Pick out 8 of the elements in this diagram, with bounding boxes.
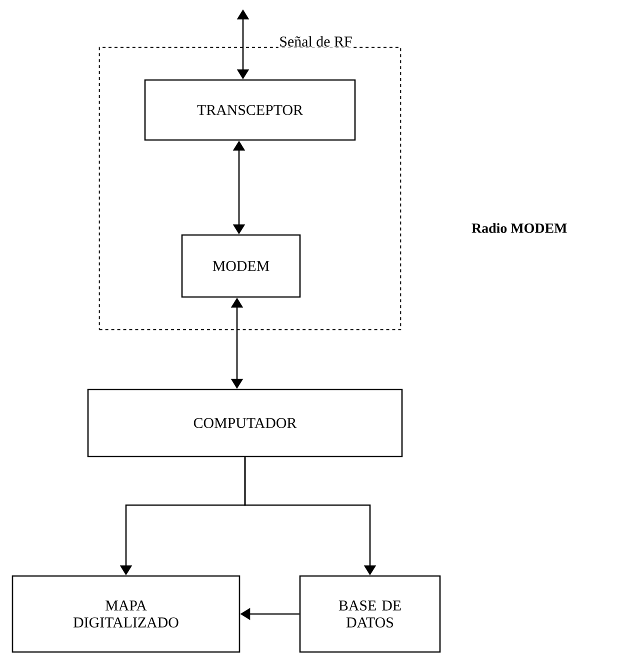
process-box: MAPA DIGITALIZADO bbox=[12, 575, 240, 653]
edge-label: Señal de RF bbox=[278, 35, 354, 48]
dashed-frame bbox=[98, 46, 402, 330]
process-box: BASE DE DATOS bbox=[299, 575, 441, 653]
process-box: TRANSCEPTOR bbox=[144, 79, 356, 141]
process-box: MODEM bbox=[181, 234, 301, 298]
frame-label: Radio MODEM bbox=[472, 223, 567, 233]
process-box: COMPUTADOR bbox=[87, 388, 403, 458]
